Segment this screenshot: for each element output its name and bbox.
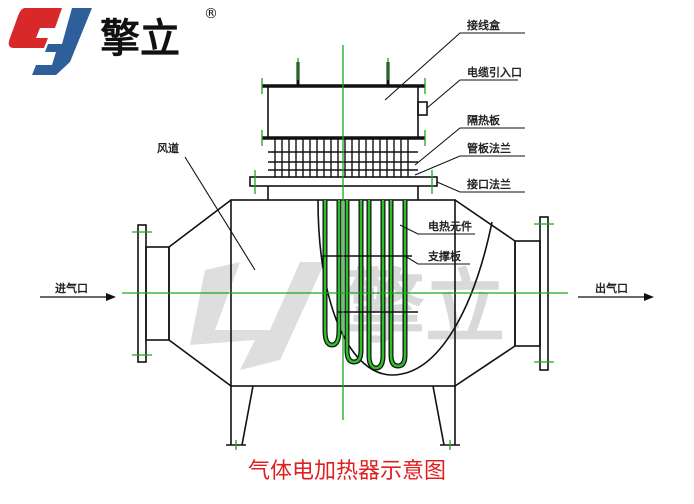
outlet-arrowhead xyxy=(644,293,654,301)
left-leg xyxy=(226,385,254,446)
label-heating-element: 电热元件 xyxy=(428,219,472,233)
label-duct: 风道 xyxy=(157,141,179,155)
label-interface-flange: 接口法兰 xyxy=(467,177,511,191)
logo-mark-blue xyxy=(32,8,92,75)
label-support-plate: 支撑板 xyxy=(427,249,462,263)
label-air-inlet: 进气口 xyxy=(55,281,88,295)
label-cable-inlet: 电缆引入口 xyxy=(467,65,522,79)
inlet-arrowhead xyxy=(106,293,116,301)
diagram-title: 气体电加热器示意图 xyxy=(248,459,446,484)
label-tube-sheet-flange: 管板法兰 xyxy=(467,141,511,155)
logo-text: 擎立 xyxy=(100,16,180,62)
watermark: 擎立 xyxy=(190,261,505,370)
heating-elements xyxy=(322,200,418,371)
label-air-outlet: 出气口 xyxy=(595,281,628,295)
logo-mark-red xyxy=(8,8,63,48)
centerlines xyxy=(122,45,568,450)
leader-lines xyxy=(184,32,525,271)
right-leg xyxy=(432,385,460,446)
registered-mark: ® xyxy=(204,6,218,22)
cable-inlet xyxy=(417,101,428,116)
company-logo: 擎立 ® xyxy=(8,6,218,75)
label-heat-shield: 隔热板 xyxy=(467,113,501,127)
label-junction-box: 接线盒 xyxy=(467,18,501,32)
